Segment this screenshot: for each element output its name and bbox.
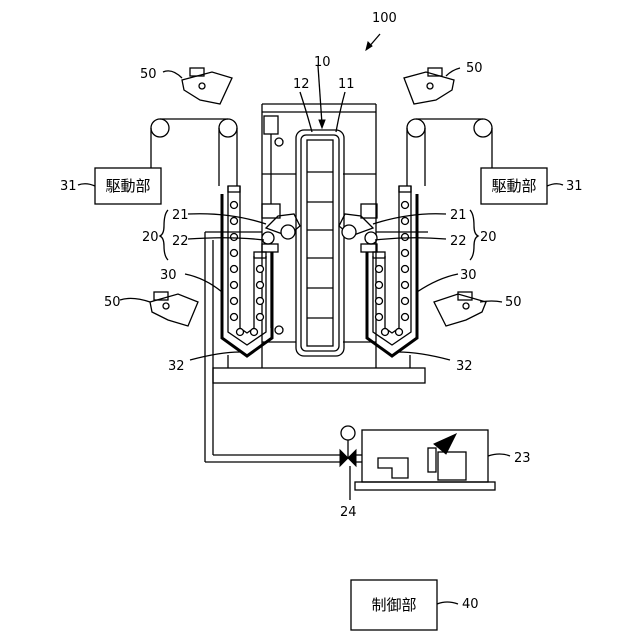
left-bath-30 xyxy=(222,186,272,356)
controller-label: 制御部 xyxy=(371,596,416,614)
ref-drive-left: 31 xyxy=(60,179,77,194)
ref-bath-right: 30 xyxy=(460,268,477,283)
ref-part22-left: 22 xyxy=(172,234,189,249)
drive-left-label: 駆動部 xyxy=(105,177,150,195)
ref-part21-left: 21 xyxy=(172,208,189,223)
ref-drive-right: 31 xyxy=(566,179,583,194)
drive-left-box: 駆動部 xyxy=(95,168,161,204)
right-pulley-system xyxy=(407,119,492,186)
ref-bath-left: 30 xyxy=(160,268,177,283)
ref-bottom-left: 32 xyxy=(168,359,185,374)
drive-right-label: 駆動部 xyxy=(491,177,536,195)
camera-mid-left xyxy=(150,292,198,326)
ref-apparatus-outer: 11 xyxy=(338,77,355,92)
ref-camera-tr: 50 xyxy=(466,61,483,76)
ref-part21-right: 21 xyxy=(450,208,467,223)
base-frame xyxy=(205,104,428,383)
ref-unit-left: 20 xyxy=(142,230,159,245)
drive-right-box: 駆動部 xyxy=(481,168,547,204)
camera-top-right xyxy=(404,68,454,104)
leader-lines xyxy=(78,34,563,604)
camera-top-left xyxy=(182,68,232,104)
pump-23 xyxy=(355,430,495,490)
ref-camera-tl: 50 xyxy=(140,67,157,82)
ref-valve: 24 xyxy=(340,505,357,520)
left-unit-20 xyxy=(262,116,300,334)
controller-box: 制御部 xyxy=(351,580,437,630)
right-bath-30 xyxy=(367,186,417,356)
camera-mid-right xyxy=(434,292,486,326)
apparatus-10 xyxy=(296,130,344,356)
ref-camera-mr: 50 xyxy=(505,295,522,310)
ref-part22-right: 22 xyxy=(450,234,467,249)
ref-controller: 40 xyxy=(462,597,479,612)
ref-bottom-right: 32 xyxy=(456,359,473,374)
left-pulley-system xyxy=(151,119,237,186)
reference-numerals: 100 10 12 11 50 50 31 31 20 20 21 22 21 … xyxy=(60,11,583,612)
ref-pump: 23 xyxy=(514,451,531,466)
valve-24 xyxy=(340,426,356,466)
ref-apparatus: 10 xyxy=(314,55,331,70)
ref-camera-ml: 50 xyxy=(104,295,121,310)
ref-system: 100 xyxy=(372,11,397,26)
ref-unit-right: 20 xyxy=(480,230,497,245)
ref-apparatus-inner: 12 xyxy=(293,77,310,92)
right-unit-20 xyxy=(339,204,377,252)
